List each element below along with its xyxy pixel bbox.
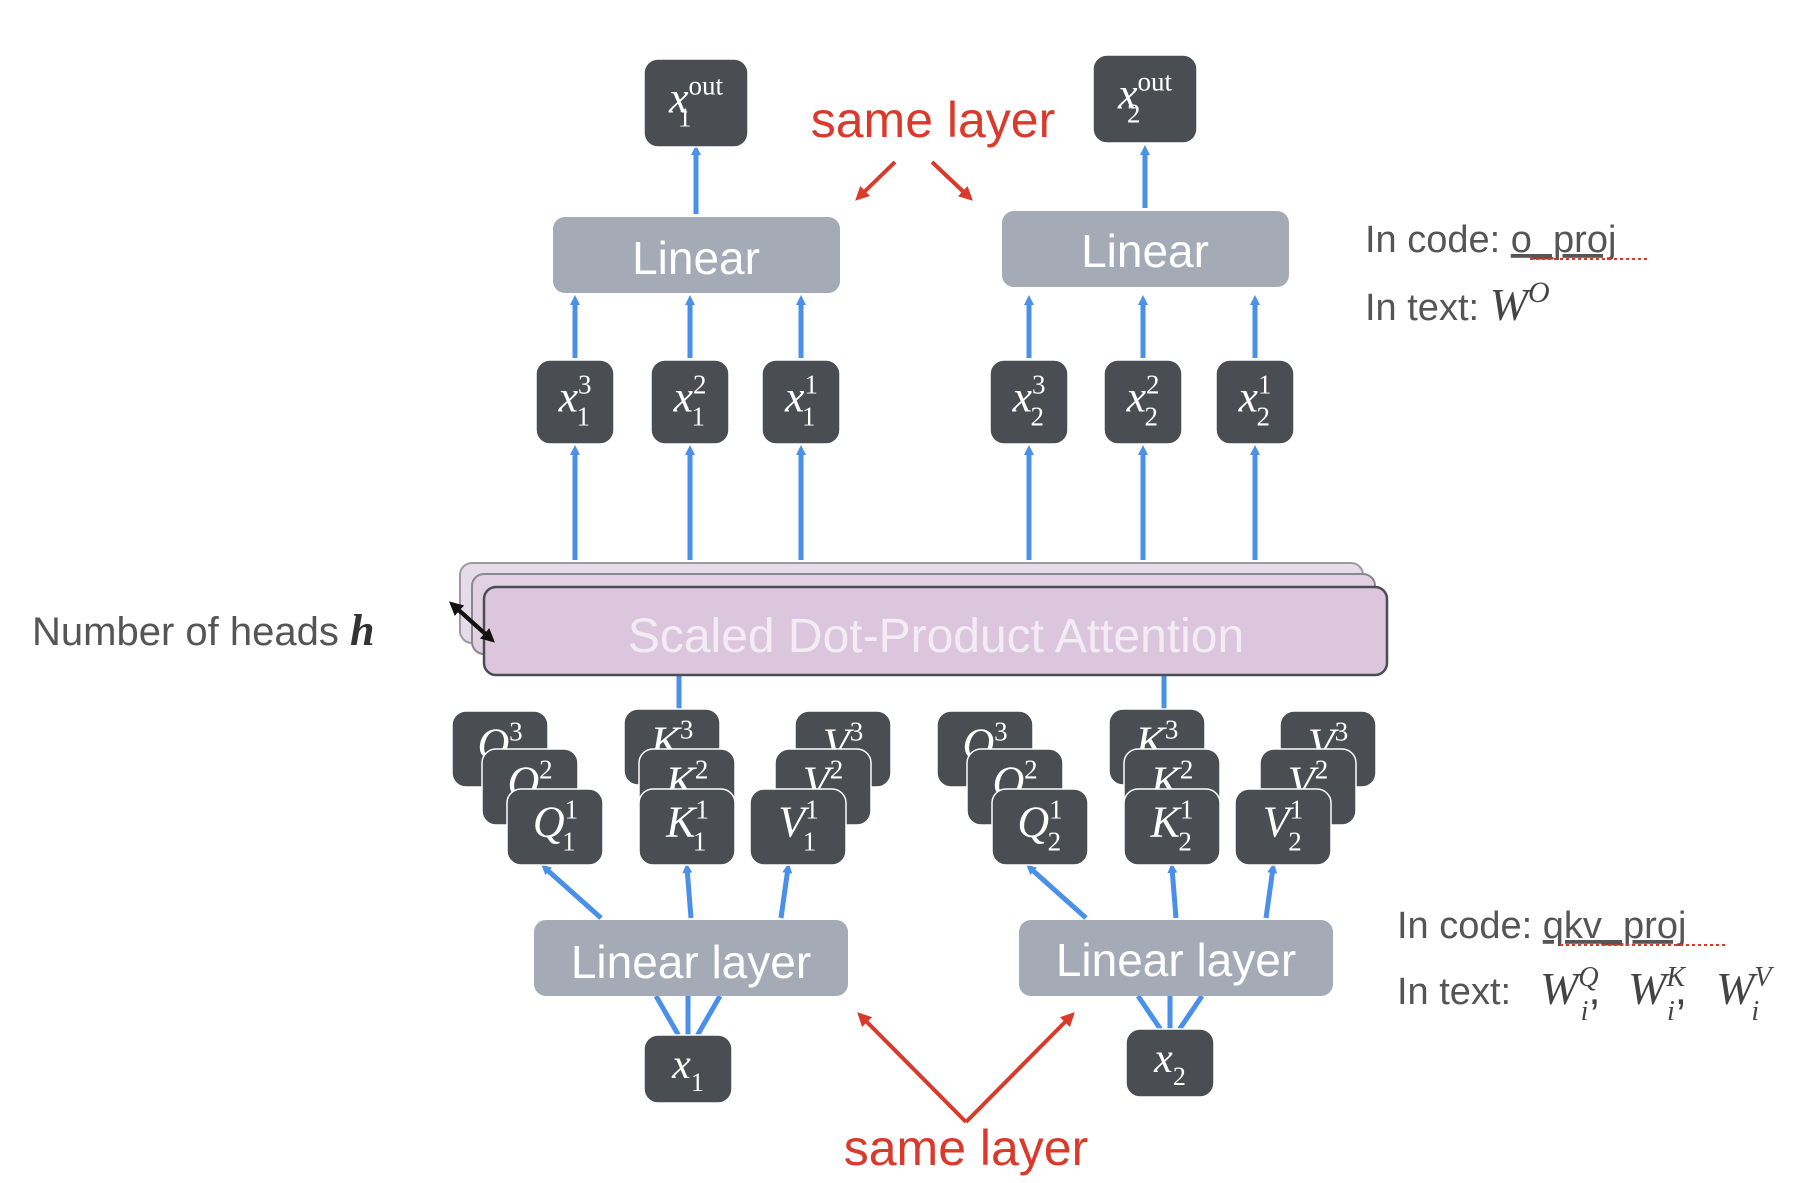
same-layer-top-arrow-right: [930, 160, 973, 201]
g2-arrow-v: [1263, 863, 1278, 919]
input-x2-label: x2: [1153, 1036, 1186, 1091]
same-layer-bottom-arrow-left: [857, 1012, 968, 1124]
same-layer-top-label: same layer: [811, 92, 1056, 148]
linear-layer-2: Linear layer: [1019, 920, 1333, 996]
input-x2: x2: [1125, 1028, 1215, 1098]
input-x1: x1: [643, 1034, 733, 1104]
input-2-fan-3: [1177, 994, 1205, 1031]
g2-arrow-q: [1026, 864, 1088, 920]
attention-block: Scaled Dot-Product Attention: [459, 562, 1389, 677]
output-linear-2: Linear: [1002, 211, 1289, 287]
g1-arrow-q: [541, 864, 603, 920]
same-layer-top: same layer: [811, 92, 1056, 201]
o-proj-text-line: In text: WO: [1365, 276, 1550, 330]
o-proj-code: o_proj: [1511, 219, 1617, 261]
annotation-o-proj: In code: o_proj In text: WO: [1365, 219, 1648, 330]
qkv-proj-text-line: In text:: [1397, 971, 1511, 1013]
linear-layer-1-label: Linear layer: [571, 936, 811, 988]
heads-symbol: h: [350, 606, 374, 655]
input-x1-label: x1: [671, 1042, 704, 1097]
input-2-fan-1: [1135, 994, 1163, 1031]
heads-label: Number of heads h: [32, 606, 374, 655]
same-layer-top-arrow-left: [855, 160, 897, 201]
linear-layer-2-label: Linear layer: [1056, 934, 1296, 986]
g1-arrow-v: [778, 863, 793, 919]
o-proj-code-line: In code: o_proj: [1365, 219, 1616, 261]
same-layer-bottom: same layer: [844, 1012, 1089, 1176]
input-1-fan-3: [695, 994, 723, 1037]
qkv-proj-code-line: In code: qkv_proj: [1397, 905, 1686, 947]
input-1-fan-1: [653, 994, 681, 1037]
output-linear-2-label: Linear: [1081, 225, 1209, 277]
linear-layer-1: Linear layer: [534, 920, 848, 996]
output-linear-1: Linear: [553, 217, 840, 293]
g2-arrow-k: [1167, 863, 1179, 919]
same-layer-bottom-arrow-right: [964, 1012, 1075, 1124]
qkv-proj-code: qkv_proj: [1543, 905, 1687, 947]
heads-annotation: Number of heads h: [32, 601, 495, 655]
g1-arrow-k: [682, 863, 694, 919]
same-layer-bottom-label: same layer: [844, 1120, 1089, 1176]
attention-label: Scaled Dot-Product Attention: [628, 610, 1244, 663]
output-linear-1-label: Linear: [632, 232, 760, 284]
